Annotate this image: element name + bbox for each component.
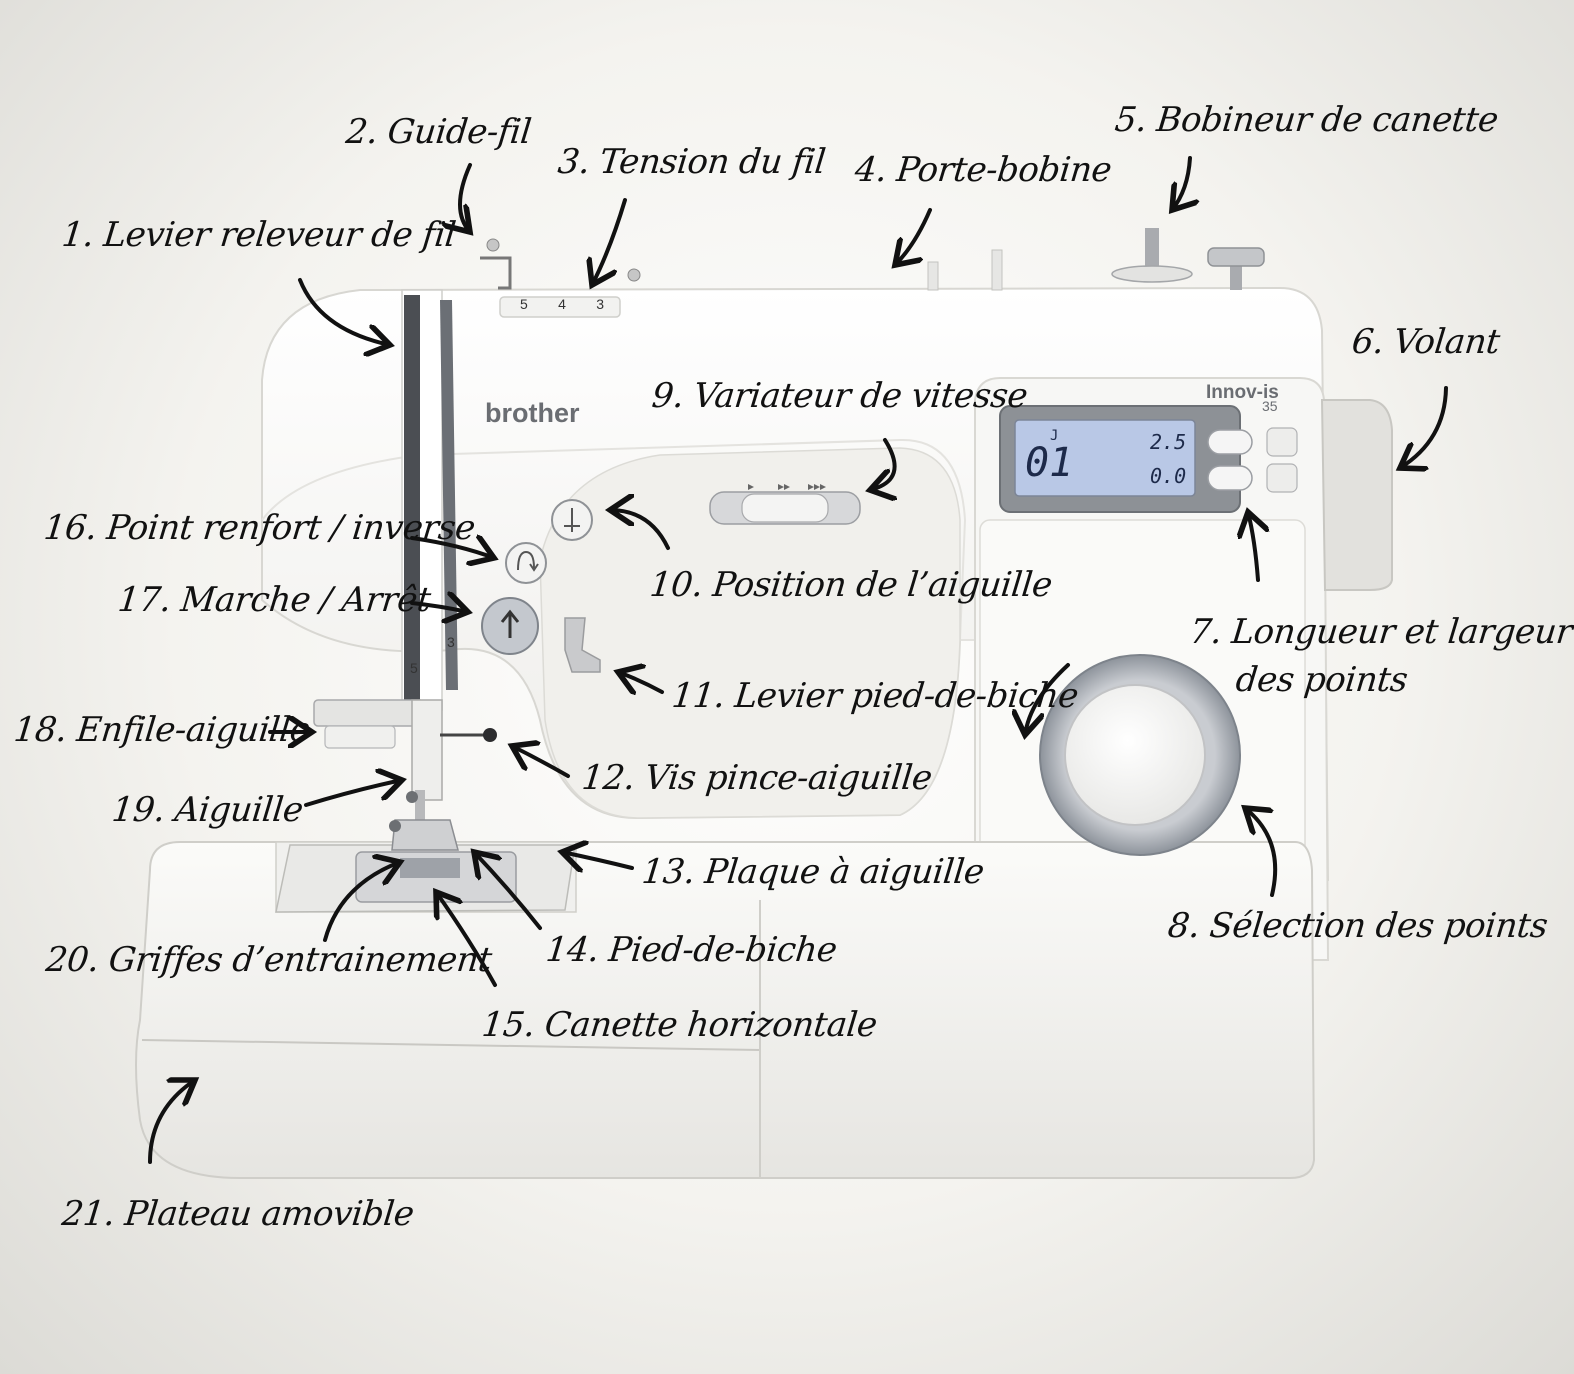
arrow-8 [1245, 808, 1278, 897]
label-start-stop: 17. Marche / Arrêt [115, 580, 433, 620]
callout-arrows [148, 156, 1448, 1164]
label-thread-tension: 3. Tension du fil [555, 142, 828, 182]
label-presser-foot: 14. Pied-de-biche [543, 930, 839, 970]
arrow-5 [1172, 156, 1190, 210]
tension-dial-numbers: 5 4 3 [520, 296, 604, 312]
arrow-9 [870, 438, 895, 490]
model-logo: Innov-is [1206, 382, 1279, 403]
arrow-7 [1248, 512, 1258, 582]
label-needle: 19. Aiguille [109, 790, 305, 830]
needle-mark-left: 5 [410, 660, 418, 676]
arrow-3 [592, 198, 627, 285]
lcd-indicator: J [1050, 428, 1059, 444]
arrow-21 [148, 1080, 195, 1164]
tension-number: 5 [520, 296, 528, 312]
label-stitch-length-width-2: des points [1233, 660, 1410, 700]
pattern-dial [1064, 684, 1206, 826]
arrow-2 [460, 163, 470, 232]
label-reverse-stitch: 16. Point renfort / inverse [41, 508, 477, 548]
arrow-16 [410, 538, 494, 558]
label-needle-clamp-screw: 12. Vis pince-aiguille [579, 758, 934, 798]
rotation-arrow [1025, 663, 1070, 735]
label-needle-position: 10. Position de l’aiguille [647, 565, 1054, 605]
label-thread-guide: 2. Guide-fil [343, 112, 533, 152]
brand-logo: brother [485, 398, 580, 428]
lcd-stitch-width: 0.0 [1150, 464, 1187, 488]
arrow-6 [1400, 386, 1448, 468]
lcd-stitch-length: 2.5 [1150, 430, 1187, 454]
label-presser-foot-lever: 11. Levier pied-de-biche [669, 676, 1081, 716]
sewing-machine-illustration [135, 228, 1393, 1179]
label-drop-in-bobbin: 15. Canette horizontale [479, 1005, 879, 1045]
model-number: 35 [1262, 398, 1278, 414]
reverse-button [505, 542, 547, 584]
arrow-10 [610, 510, 670, 550]
label-feed-dogs: 20. Griffes d’entrainement [43, 940, 494, 980]
sewing-machine-diagram: brother Innov-is 35 5 4 3 5 3 J 01 2.5 0… [11, 100, 1574, 1234]
label-pattern-selection: 8. Sélection des points [1165, 906, 1550, 946]
arrow-13 [562, 852, 634, 868]
arrow-20 [323, 862, 400, 942]
presser-foot [391, 819, 459, 851]
label-spool-pin: 4. Porte-bobine [852, 150, 1114, 190]
label-handwheel: 6. Volant [1349, 322, 1502, 362]
label-bobbin-winder: 5. Bobineur de canette [1112, 100, 1500, 140]
handwheel [1320, 399, 1393, 591]
arrow-15 [436, 892, 497, 987]
tension-number: 3 [596, 296, 604, 312]
label-speed-control: 9. Variateur de vitesse [649, 376, 1030, 416]
lcd-screen [1014, 419, 1196, 497]
arrow-17 [410, 603, 468, 612]
presser-lever [564, 617, 601, 673]
arm-underside [539, 447, 961, 819]
label-thread-take-up-lever: 1. Levier releveur de fil [59, 215, 458, 255]
needle-mark-right: 3 [447, 634, 455, 650]
label-stitch-length-width: 7. Longueur et largeur [1187, 612, 1574, 652]
label-needle-threader: 18. Enfile-aiguille [11, 710, 312, 750]
label-needle-plate: 13. Plaque à aiguille [639, 852, 986, 892]
arrow-19 [304, 780, 402, 807]
label-removable-tray: 21. Plateau amovible [59, 1194, 416, 1234]
tension-number: 4 [558, 296, 566, 312]
arrow-4 [895, 208, 932, 265]
arrow-14 [474, 852, 542, 930]
arrow-1 [298, 278, 390, 345]
arrow-11 [618, 672, 664, 692]
lcd-pattern-number: 01 [1025, 440, 1074, 486]
arrow-12 [512, 746, 570, 778]
